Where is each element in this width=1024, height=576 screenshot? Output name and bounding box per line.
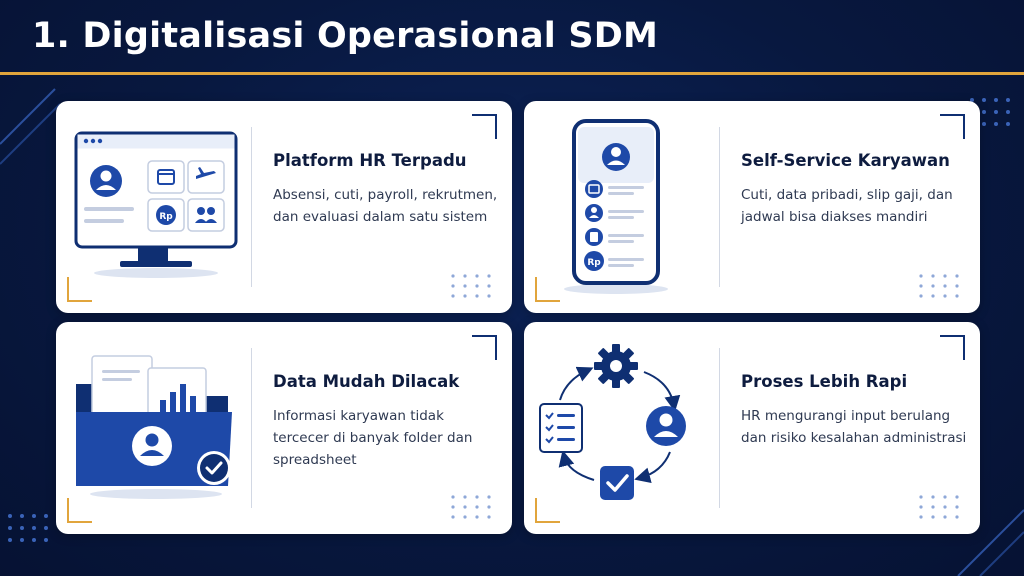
- left-stripe-decoration: [0, 88, 60, 165]
- gear-icon: [594, 344, 638, 388]
- card-title: Self-Service Karyawan: [741, 151, 950, 170]
- card-description: HR mengurangi input berulang dan risiko …: [741, 408, 967, 446]
- dots-decoration: [451, 495, 491, 519]
- card-self-service: Rp Self-Service Karyawan Cuti, data prib…: [524, 101, 980, 313]
- rp-badge: Rp: [159, 212, 173, 222]
- card-description: Cuti, data pribadi, slip gaji, dan jadwa…: [741, 187, 953, 225]
- corner-bracket-decoration: [940, 335, 965, 360]
- corner-bracket-decoration: [535, 498, 560, 523]
- corner-bracket-decoration: [535, 277, 560, 302]
- card-divider: [251, 348, 252, 508]
- card-data-tracking: Data Mudah Dilacak Informasi karyawan ti…: [56, 322, 512, 534]
- dots-decoration: [919, 274, 959, 298]
- process-cycle-icon: [539, 344, 686, 500]
- bottom-left-dots-decoration: [8, 514, 48, 542]
- card-divider: [251, 127, 252, 287]
- monitor-hr-dashboard-icon: Rp: [74, 131, 238, 278]
- card-title: Data Mudah Dilacak: [273, 372, 460, 391]
- title-underline: [0, 72, 1024, 75]
- card-divider: [719, 127, 720, 287]
- bottom-right-stripe-decoration: [957, 509, 1024, 576]
- card-description: Informasi karyawan tidak tercecer di ban…: [273, 408, 473, 468]
- corner-bracket-decoration: [472, 114, 497, 139]
- dots-decoration: [451, 274, 491, 298]
- card-divider: [719, 348, 720, 508]
- corner-bracket-decoration: [940, 114, 965, 139]
- card-description: Absensi, cuti, payroll, rekrutmen, dan e…: [273, 187, 498, 225]
- card-title: Proses Lebih Rapi: [741, 372, 908, 391]
- folder-employee-data-icon: [76, 355, 232, 499]
- card-title: Platform HR Terpadu: [273, 151, 467, 170]
- corner-bracket-decoration: [67, 277, 92, 302]
- corner-bracket-decoration: [67, 498, 92, 523]
- card-process-neat: Proses Lebih Rapi HR mengurangi input be…: [524, 322, 980, 534]
- page-title: 1. Digitalisasi Operasional SDM: [32, 16, 659, 56]
- dots-decoration: [919, 495, 959, 519]
- rp-badge: Rp: [587, 258, 601, 268]
- card-platform-hr: Rp Platform HR Terpadu Absensi, cuti, pa…: [56, 101, 512, 313]
- smartphone-self-service-icon: Rp: [564, 119, 668, 294]
- corner-bracket-decoration: [472, 335, 497, 360]
